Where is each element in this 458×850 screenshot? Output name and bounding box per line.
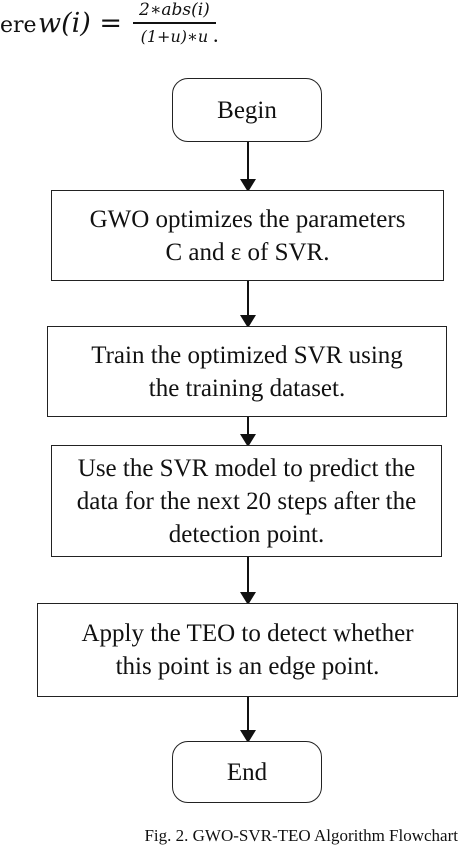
fraction-bar bbox=[133, 22, 216, 24]
step-apply-teo-line1: Apply the TEO to detect whether bbox=[81, 620, 414, 647]
arrow-step1-to-step2 bbox=[240, 281, 256, 328]
step-apply-teo-text: Apply the TEO to detect whether this poi… bbox=[81, 617, 413, 683]
step-gwo-optimize-text: GWO optimizes the parameters C and ε of … bbox=[90, 203, 406, 269]
arrow-step3-to-step4 bbox=[240, 557, 256, 605]
formula-period: . bbox=[213, 22, 219, 47]
formula-denominator: (1+u)∗u bbox=[140, 26, 209, 46]
step-predict-data-line1: Use the SVR model to predict the bbox=[77, 454, 416, 482]
step-predict-data: Use the SVR model to predict the data fo… bbox=[51, 445, 442, 557]
step-train-svr-line2: the training dataset. bbox=[148, 374, 346, 402]
step-gwo-optimize-line1: GWO optimizes the parameters bbox=[89, 205, 406, 233]
step-train-svr: Train the optimized SVR using the traini… bbox=[47, 326, 447, 417]
figure-caption: Fig. 2. GWO-SVR-TEO Algorithm Flowchart bbox=[144, 826, 458, 845]
end-node: End bbox=[172, 741, 322, 803]
arrow-step2-to-step3 bbox=[240, 417, 256, 447]
step-predict-data-line3: detection point. bbox=[168, 520, 325, 548]
step-gwo-optimize: GWO optimizes the parameters C and ε of … bbox=[51, 190, 444, 281]
step-train-svr-text: Train the optimized SVR using the traini… bbox=[91, 339, 403, 405]
end-label: End bbox=[226, 758, 268, 786]
weight-formula: ere w(i) = 2∗abs(i) (1+u)∗u . bbox=[0, 0, 300, 60]
formula-numerator: 2∗abs(i) bbox=[139, 0, 210, 20]
step-predict-data-text: Use the SVR model to predict the data fo… bbox=[77, 452, 416, 551]
begin-label: Begin bbox=[217, 96, 277, 124]
formula-lhs: w(i) = bbox=[38, 8, 123, 39]
step-apply-teo: Apply the TEO to detect whether this poi… bbox=[37, 603, 458, 697]
arrow-begin-to-step1 bbox=[240, 142, 256, 192]
step-gwo-optimize-line2: C and ε of SVR. bbox=[165, 238, 330, 266]
step-train-svr-line1: Train the optimized SVR using bbox=[91, 341, 403, 369]
begin-node: Begin bbox=[172, 78, 322, 142]
step-apply-teo-line2: this point is an edge point. bbox=[115, 653, 380, 680]
step-predict-data-line2: data for the next 20 steps after the bbox=[76, 487, 417, 515]
arrow-step4-to-end bbox=[240, 697, 256, 743]
formula-leading-text: ere bbox=[0, 13, 37, 38]
formula-fraction: 2∗abs(i) (1+u)∗u bbox=[133, 0, 216, 46]
